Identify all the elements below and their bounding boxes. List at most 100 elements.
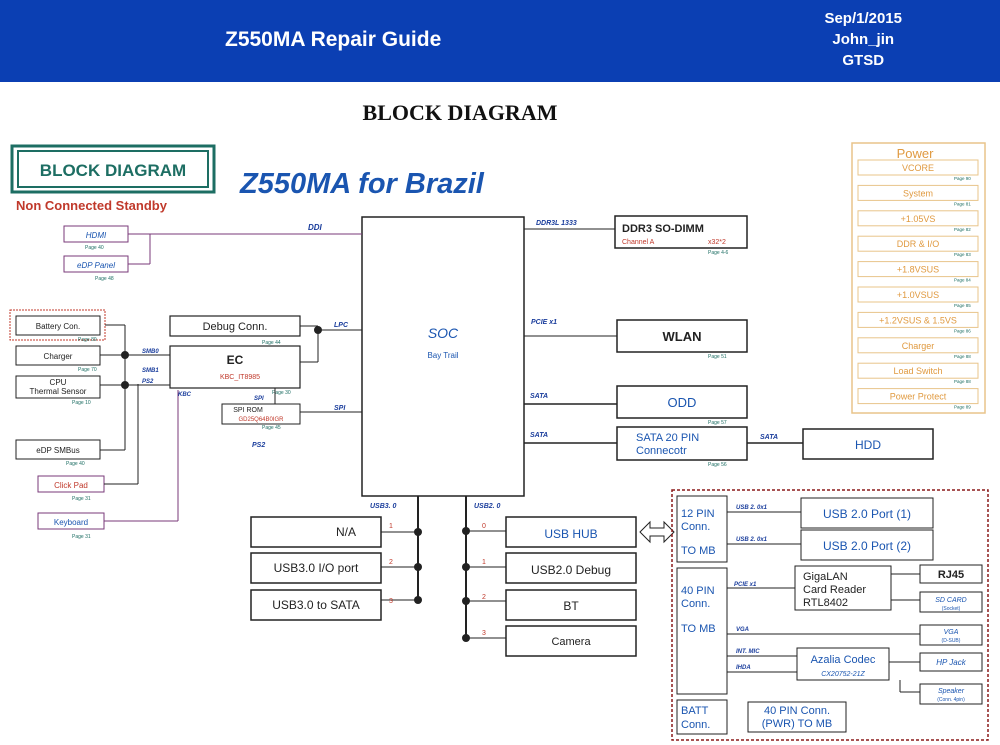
usb30-sata-box bbox=[250, 589, 382, 621]
svg-text:SATA: SATA bbox=[530, 432, 548, 439]
power-item-label: +1.05VS bbox=[901, 214, 936, 224]
usb20-debug-box bbox=[505, 552, 637, 584]
camera-label: Camera bbox=[551, 636, 591, 648]
camera-box bbox=[505, 625, 637, 657]
edp-smbus-label: eDP SMBus bbox=[36, 446, 79, 455]
pwr-conn-box bbox=[747, 701, 847, 733]
power-item-box bbox=[857, 235, 979, 252]
left-display: HDMI Page 40 eDP Panel Page 48 DDI bbox=[63, 223, 362, 282]
spi-rom-label: SPI ROM bbox=[233, 407, 263, 414]
usb30-io-box bbox=[250, 552, 382, 584]
svg-text:DDR3L 1333: DDR3L 1333 bbox=[536, 220, 577, 227]
double-arrow-icon bbox=[639, 520, 675, 544]
svg-text:Page 10: Page 10 bbox=[72, 400, 91, 406]
sd-card-box bbox=[919, 591, 983, 613]
power-item-label: System bbox=[903, 188, 933, 198]
soc-label: SOC bbox=[428, 325, 459, 341]
pin40-box bbox=[676, 567, 728, 695]
svg-text:Page 40: Page 40 bbox=[66, 461, 85, 467]
usb-hub-box bbox=[505, 516, 637, 548]
header-banner: Z550MA Repair Guide Sep/1/2015 John_jin … bbox=[0, 0, 1000, 82]
right-peripherals: DDR3L 1333 DDR3 SO-DIMM Channel A x32*2 … bbox=[524, 215, 934, 468]
rj45-label: RJ45 bbox=[938, 569, 964, 581]
batt-conn-box bbox=[676, 699, 728, 735]
ec-label: EC bbox=[227, 353, 244, 367]
svg-text:Page 31: Page 31 bbox=[72, 496, 91, 502]
power-item-box bbox=[857, 388, 979, 405]
power-item-label: VCORE bbox=[902, 163, 934, 173]
ddr-box bbox=[614, 215, 748, 249]
left-peripherals: Battery Con. Page 89 Charger Page 70 CPU… bbox=[9, 309, 362, 540]
ec-box bbox=[169, 345, 301, 389]
rj45-box bbox=[919, 564, 983, 584]
svg-text:Page 4-6: Page 4-6 bbox=[708, 250, 729, 256]
svg-text:LPC: LPC bbox=[334, 322, 349, 329]
hdmi-label: HDMI bbox=[86, 231, 107, 240]
badge-label: BLOCK DIAGRAM bbox=[40, 161, 186, 180]
svg-text:USB 2. 0x1: USB 2. 0x1 bbox=[736, 537, 768, 543]
usb-port2-box bbox=[800, 529, 934, 561]
usb-section: USB3. 0 USB2. 0 N/A 1 USB3.0 I/O port 2 … bbox=[250, 496, 675, 657]
svg-text:Channel A: Channel A bbox=[622, 239, 655, 246]
power-item-box bbox=[857, 337, 979, 354]
svg-text:Page 44: Page 44 bbox=[262, 340, 281, 346]
usb-port1-box bbox=[800, 497, 934, 529]
bt-label: BT bbox=[563, 599, 579, 613]
svg-text:Page 56: Page 56 bbox=[708, 462, 727, 468]
power-item-box bbox=[857, 286, 979, 303]
svg-text:Page 30: Page 30 bbox=[272, 390, 291, 396]
power-item-page: Page 83 bbox=[954, 252, 971, 257]
svg-text:GD25Q64B0IGR: GD25Q64B0IGR bbox=[238, 417, 284, 423]
svg-text:SATA: SATA bbox=[530, 393, 548, 400]
power-item-page: Page 89 bbox=[954, 405, 971, 410]
model-title: Z550MA for Brazil bbox=[239, 168, 485, 200]
svg-text:2: 2 bbox=[482, 594, 486, 601]
svg-text:Connecotr: Connecotr bbox=[636, 445, 687, 457]
power-item-page: Page 81 bbox=[954, 201, 971, 206]
power-title: Power bbox=[897, 146, 935, 161]
svg-text:Conn.: Conn. bbox=[681, 719, 710, 731]
svg-text:(D-SUB): (D-SUB) bbox=[942, 638, 961, 644]
svg-text:KBC: KBC bbox=[178, 392, 192, 398]
vga-label: VGA bbox=[944, 629, 959, 636]
svg-text:SPI: SPI bbox=[254, 396, 264, 402]
vga-box bbox=[919, 624, 983, 646]
charger-label: Charger bbox=[44, 352, 73, 361]
speaker-box bbox=[919, 683, 983, 705]
edp-page: Page 48 bbox=[95, 276, 114, 282]
spi-rom-box bbox=[221, 403, 301, 425]
power-item-page: Page 85 bbox=[954, 303, 971, 308]
svg-text:PCIE x1: PCIE x1 bbox=[531, 319, 557, 326]
svg-text:Page 31: Page 31 bbox=[72, 534, 91, 540]
usb20-debug-label: USB2.0 Debug bbox=[531, 563, 611, 577]
svg-text:USB2. 0: USB2. 0 bbox=[474, 503, 501, 510]
power-item-box bbox=[857, 362, 979, 379]
usb-na-box bbox=[250, 516, 382, 548]
svg-text:1: 1 bbox=[482, 559, 486, 566]
sata-connector-label: SATA 20 PIN bbox=[636, 432, 699, 444]
page-heading: BLOCK DIAGRAM bbox=[362, 100, 558, 125]
pin40-label: 40 PIN bbox=[681, 585, 715, 597]
azalia-box bbox=[796, 647, 890, 681]
gigalan-box bbox=[794, 565, 892, 611]
pin12-label: 12 PIN bbox=[681, 508, 715, 520]
svg-text:3: 3 bbox=[482, 630, 486, 637]
badge-inner bbox=[17, 150, 209, 188]
hdd-box bbox=[802, 428, 934, 460]
battery-label: Battery Con. bbox=[36, 322, 80, 331]
hdd-label: HDD bbox=[855, 438, 881, 452]
hdmi-page: Page 40 bbox=[85, 245, 104, 251]
power-item-box bbox=[857, 311, 979, 328]
power-item-page: Page 82 bbox=[954, 227, 971, 232]
speaker-label: Speaker bbox=[938, 688, 965, 695]
svg-text:(Conn. 4pin): (Conn. 4pin) bbox=[937, 697, 965, 703]
soc-block bbox=[361, 216, 525, 497]
power-item-page: Page 86 bbox=[954, 328, 971, 333]
svg-text:IHDA: IHDA bbox=[736, 665, 751, 671]
power-item-box bbox=[857, 261, 979, 278]
svg-text:PCIE x1: PCIE x1 bbox=[734, 582, 757, 588]
power-item-page: Page 90 bbox=[954, 176, 971, 181]
svg-text:Page 51: Page 51 bbox=[708, 354, 727, 360]
svg-text:(Socket): (Socket) bbox=[942, 606, 961, 612]
